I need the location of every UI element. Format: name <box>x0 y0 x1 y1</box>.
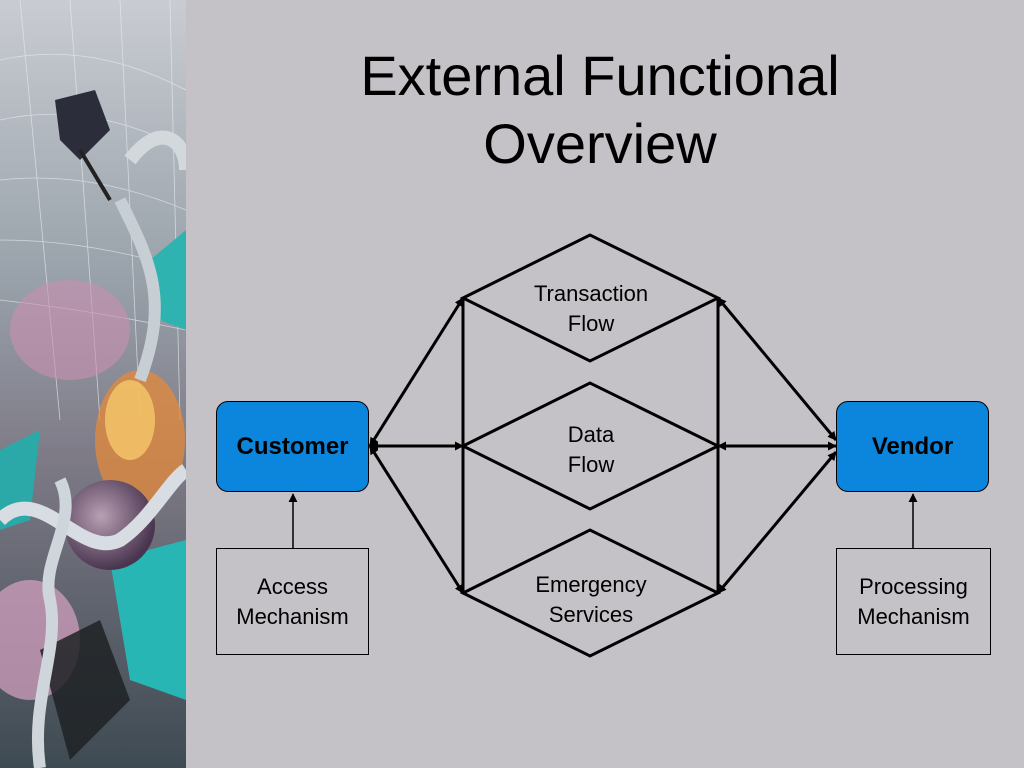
decorative-collage-strip <box>0 0 186 768</box>
vendor-transaction-arrow <box>716 297 838 441</box>
customer-label: Customer <box>236 432 349 460</box>
slide-title: External Functional Overview <box>360 44 840 175</box>
data-flow-label: Data Flow <box>567 422 615 477</box>
emergency-services-label: Emergency Services <box>535 572 647 627</box>
access-mechanism-box: Access Mechanism <box>216 548 369 655</box>
vendor-emergency-arrow <box>716 451 838 594</box>
vendor-box: Vendor <box>836 401 989 492</box>
vendor-label: Vendor <box>871 432 954 460</box>
customer-transaction-arrow <box>368 297 465 447</box>
access-mechanism-label: Access Mechanism <box>236 573 349 629</box>
processing-mechanism-box: Processing Mechanism <box>836 548 991 655</box>
processing-mechanism-label: Processing Mechanism <box>857 573 970 629</box>
transaction-flow-label: Transaction Flow <box>533 281 649 336</box>
customer-box: Customer <box>216 401 369 492</box>
customer-emergency-arrow <box>368 445 465 594</box>
